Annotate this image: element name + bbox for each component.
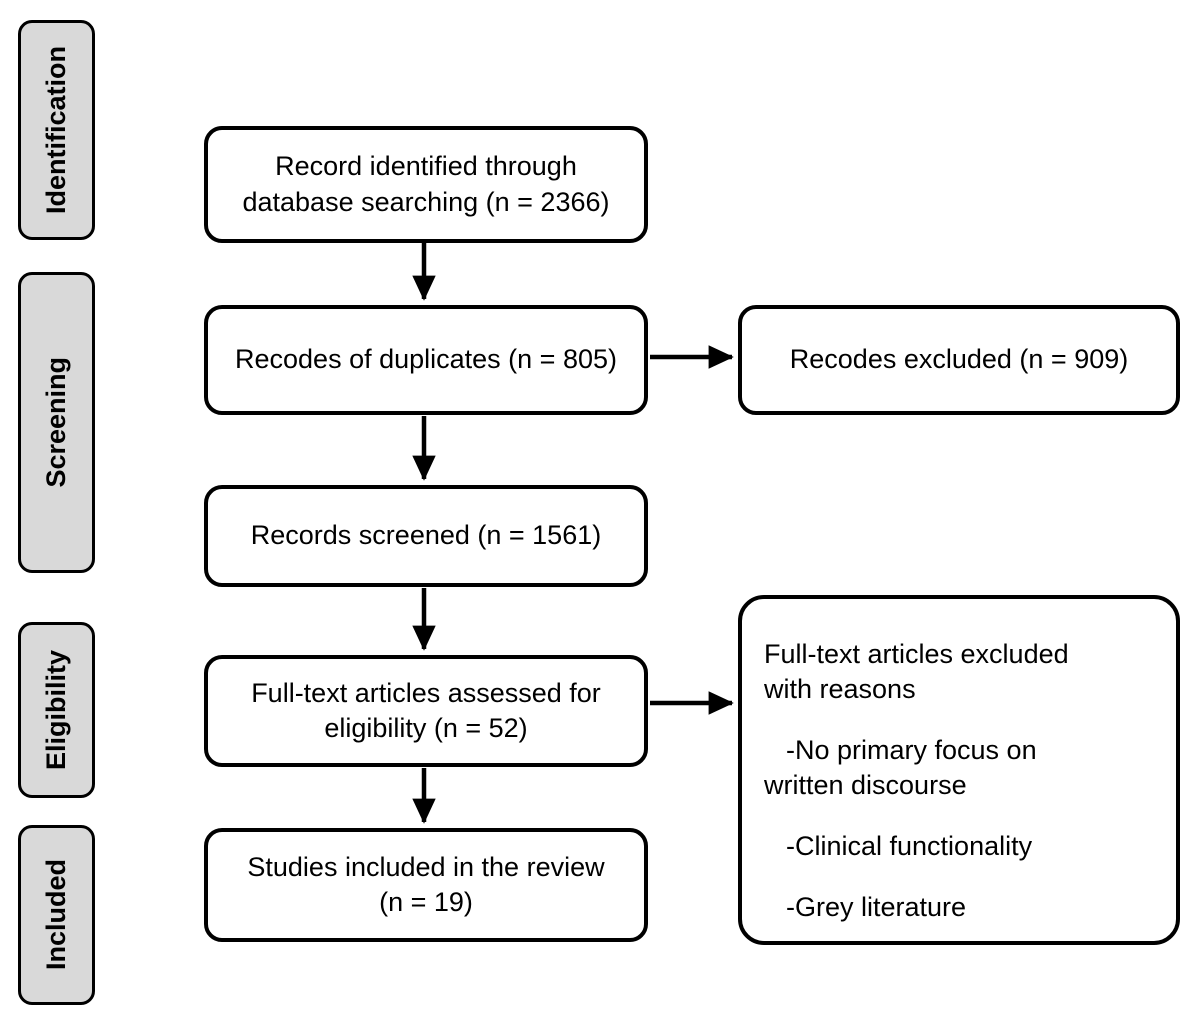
box-records-screened-text: Records screened (n = 1561) [250,520,602,551]
stage-label-eligibility-text: Eligibility [41,649,71,770]
stage-label-eligibility: Eligibility [18,622,95,798]
stage-label-screening: Screening [18,272,95,573]
box-studies-included: Studies included in the review (n = 19) [204,828,648,942]
box-studies-included-text: Studies included in the review (n = 19) [247,851,605,917]
exclusion-reason-item: -Grey literature [786,892,967,923]
box-records-excluded-text: Recodes excluded (n = 909) [789,344,1129,375]
box-fulltext-assessed-text: Full-text articles assessed for eligibil… [251,677,601,743]
box-fulltext-excluded-with-reasons: Full-text articles excluded with reasons… [738,595,1180,945]
exclusion-reason-item: -Clinical functionality [786,831,1033,862]
stage-label-identification: Identification [18,20,95,240]
stage-label-screening-text: Screening [41,357,71,488]
stage-label-included-text: Included [41,859,71,971]
exclusion-reason-item: -No primary focus on written discourse [764,735,1037,801]
box-records-screened: Records screened (n = 1561) [204,485,648,587]
box-records-identified: Record identified through database searc… [204,126,648,243]
box-records-identified-text: Record identified through database searc… [242,151,610,217]
exclusion-reasons-list: Full-text articles excluded with reasons… [764,637,1158,926]
stage-label-identification-text: Identification [41,46,71,214]
box-fulltext-assessed: Full-text articles assessed for eligibil… [204,655,648,767]
box-records-duplicates: Recodes of duplicates (n = 805) [204,305,648,415]
box-records-duplicates-text: Recodes of duplicates (n = 805) [235,344,617,375]
stage-label-included: Included [18,825,95,1005]
exclusion-reasons-heading: Full-text articles excluded with reasons [764,639,1069,705]
box-records-excluded: Recodes excluded (n = 909) [738,305,1180,415]
